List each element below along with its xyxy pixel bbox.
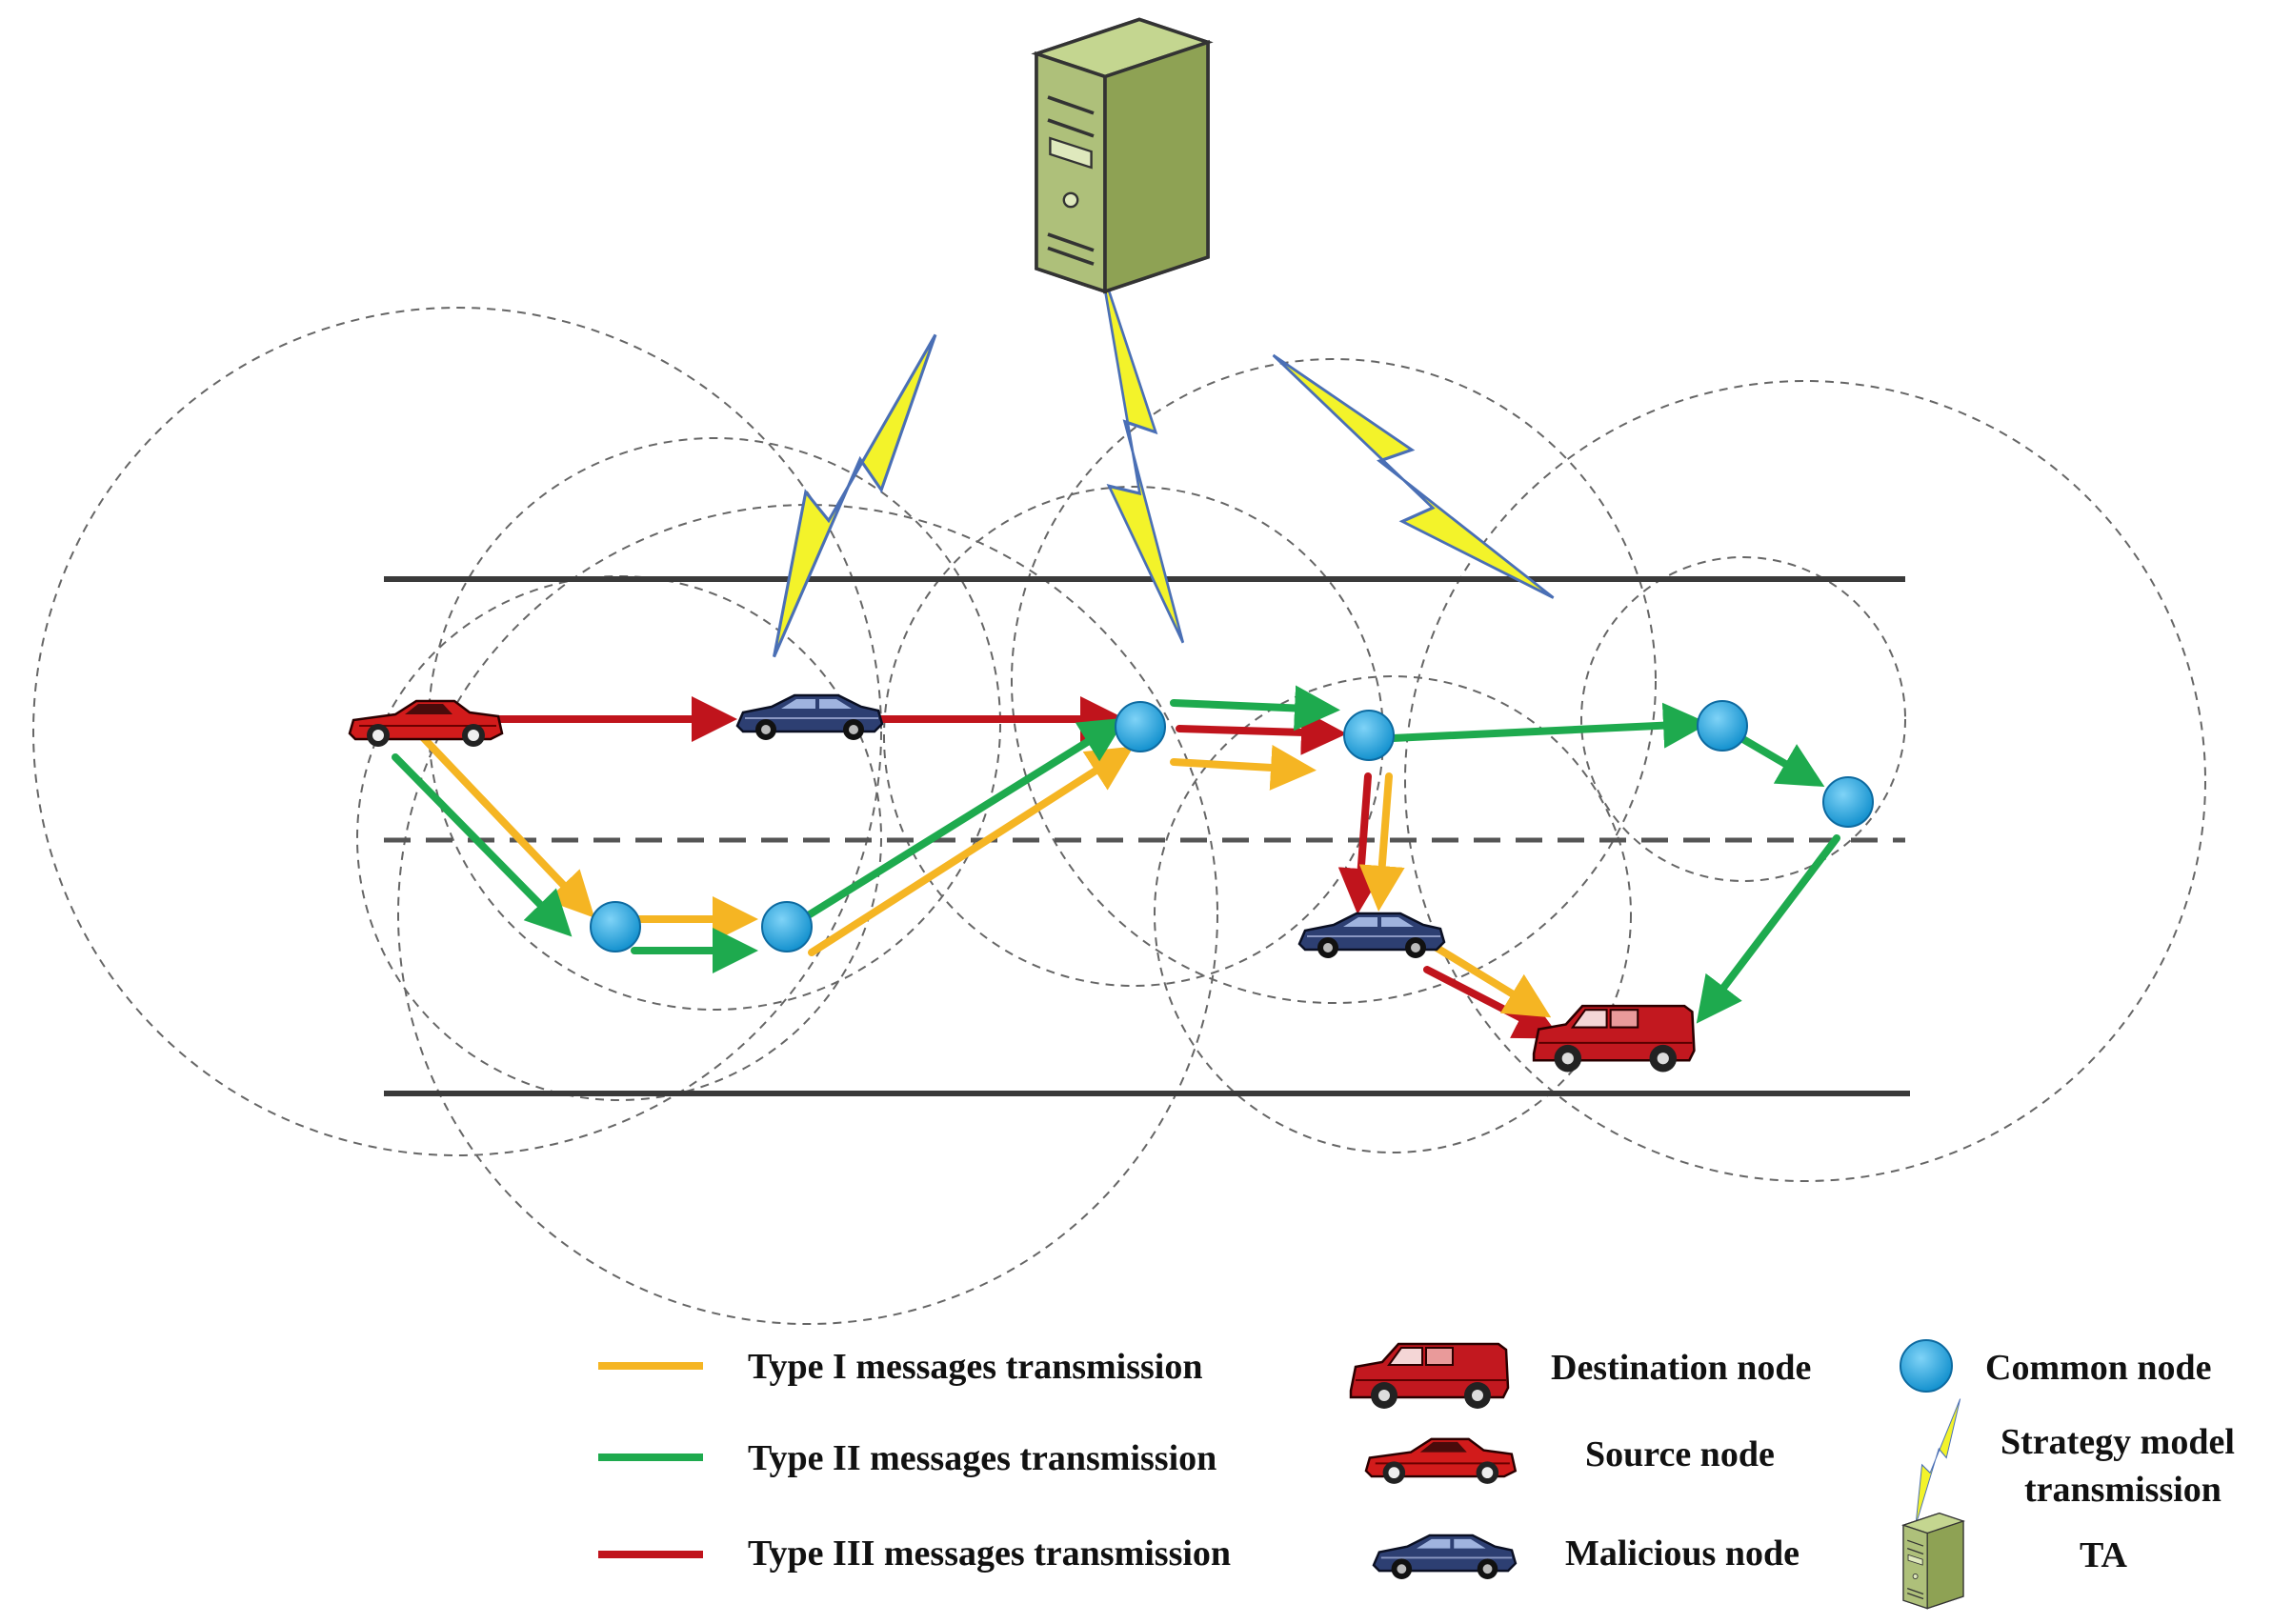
range-circle <box>397 504 1218 1325</box>
legend-strategy-label-line1: Strategy model <box>2000 1422 2235 1462</box>
road <box>384 576 1910 1096</box>
server-tower-icon <box>1902 1513 1964 1610</box>
lightning-bolt-icon <box>1092 262 1185 649</box>
dark-blue-car-icon <box>1372 1534 1518 1581</box>
communication-range-circles <box>32 307 2206 1325</box>
legend-malicious-label: Malicious node <box>1565 1534 1799 1574</box>
malicious-node-car <box>735 693 884 742</box>
type2-arrow <box>1170 685 1340 732</box>
type1-arrow <box>1358 772 1405 912</box>
blue-circle-node-icon <box>1900 1339 1953 1393</box>
common-node <box>590 901 641 952</box>
type3-arrow <box>1337 772 1384 914</box>
type2-arrow <box>392 753 573 937</box>
legend-type2-label: Type II messages transmission <box>748 1438 1216 1478</box>
type1-arrow <box>1433 944 1552 1018</box>
legend-type1-label: Type I messages transmission <box>748 1347 1203 1387</box>
destination-node-van <box>1532 1004 1696 1073</box>
legend-ta-label: TA <box>2080 1535 2128 1575</box>
legend-type3-label: Type III messages transmission <box>748 1534 1231 1574</box>
legend-destination-label: Destination node <box>1551 1348 1811 1388</box>
range-circle <box>32 307 882 1156</box>
type2-arrow <box>798 717 1127 923</box>
range-circle <box>1580 556 1906 882</box>
range-circle <box>1154 675 1632 1153</box>
legend-source-label: Source node <box>1585 1434 1775 1474</box>
common-node <box>1822 776 1874 828</box>
lightning-bolt-icon <box>1895 1396 1979 1526</box>
lightning-bolt-icon <box>1265 315 1556 643</box>
type1-arrow <box>808 746 1135 956</box>
legend: Type I messages transmission Type II mes… <box>598 1339 2235 1610</box>
source-node-car <box>348 699 504 749</box>
legend-strategy-label-line2: transmission <box>2024 1470 2222 1510</box>
common-node <box>1343 710 1395 761</box>
red-sports-car-icon <box>1364 1437 1517 1486</box>
red-van-icon <box>1349 1342 1510 1411</box>
legend-common-label: Common node <box>1985 1348 2212 1388</box>
range-circle <box>428 437 1001 1011</box>
common-nodes <box>590 700 1874 952</box>
range-circle <box>1011 358 1657 1004</box>
malicious-node-car <box>1297 912 1446 960</box>
type2-arrow <box>1738 734 1825 788</box>
type2-arrow <box>1389 702 1709 749</box>
common-node <box>1115 701 1166 752</box>
strategy-transmission-bolts <box>714 262 1556 659</box>
type2-arrow <box>1696 834 1840 1024</box>
type1-arrow <box>1170 744 1317 791</box>
lightning-bolt-icon <box>714 328 989 659</box>
common-node <box>761 901 813 952</box>
range-circle <box>356 575 882 1101</box>
common-node <box>1697 700 1748 752</box>
type3-arrow <box>1423 966 1561 1039</box>
range-circle <box>1404 380 2206 1182</box>
type3-arrow <box>1176 709 1347 755</box>
message-arrows <box>392 685 1840 1039</box>
type1-arrow <box>415 730 595 918</box>
ta-server-icon <box>1035 17 1210 293</box>
